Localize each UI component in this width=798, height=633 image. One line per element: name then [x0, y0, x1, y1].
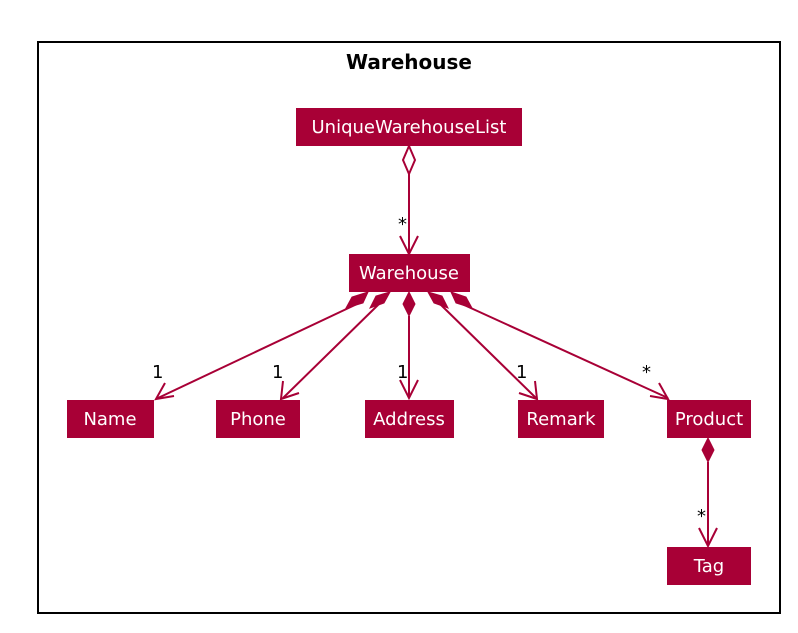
package-title: Warehouse	[346, 50, 472, 74]
class-warehouse[interactable]: Warehouse	[349, 254, 470, 292]
composition-diamond-product	[450, 291, 474, 309]
package-frame	[37, 41, 781, 614]
class-unique-warehouse-list[interactable]: UniqueWarehouseList	[296, 108, 522, 146]
class-label-tag: Tag	[693, 556, 724, 577]
arrowhead-tag	[698, 527, 718, 549]
mult-warehouse-to-name: 1	[152, 362, 163, 383]
arrowhead-address	[399, 379, 419, 401]
composition-diamond-name	[344, 291, 369, 309]
class-product[interactable]: Product	[667, 400, 751, 438]
class-name[interactable]: Name	[67, 400, 154, 438]
class-phone[interactable]: Phone	[216, 400, 300, 438]
edge-warehouse-to-product	[461, 303, 669, 399]
arrowhead-name	[154, 382, 175, 401]
class-label-unique-warehouse-list: UniqueWarehouseList	[312, 117, 507, 138]
composition-diamond-address	[402, 290, 416, 318]
composition-diamond-product-tag	[701, 436, 715, 464]
mult-warehouse-to-address: 1	[397, 362, 408, 383]
arrowhead-product	[649, 382, 670, 401]
class-tag[interactable]: Tag	[667, 547, 751, 585]
edge-warehouse-to-name	[157, 303, 358, 399]
mult-product-to-tag: *	[697, 506, 706, 527]
class-label-phone: Phone	[230, 409, 286, 430]
class-remark[interactable]: Remark	[518, 400, 604, 438]
aggregation-diamond	[401, 143, 417, 177]
mult-warehouse-to-product: *	[642, 362, 651, 383]
arrowhead-phone	[279, 380, 300, 401]
mult-warehouse-to-remark: 1	[516, 362, 527, 383]
class-label-address: Address	[373, 409, 445, 430]
composition-diamonds	[344, 290, 715, 464]
edges	[157, 174, 709, 546]
composition-diamond-remark	[426, 291, 450, 309]
mult-list-to-warehouse: *	[398, 214, 407, 235]
arrowhead-remark	[518, 380, 539, 401]
edge-warehouse-to-remark	[439, 303, 537, 399]
class-label-warehouse: Warehouse	[359, 263, 459, 284]
class-address[interactable]: Address	[365, 400, 454, 438]
mult-warehouse-to-phone: 1	[272, 362, 283, 383]
edge-warehouse-to-phone	[282, 303, 380, 399]
class-label-name: Name	[83, 409, 136, 430]
class-label-remark: Remark	[526, 409, 596, 430]
composition-diamond-phone	[368, 291, 392, 309]
class-label-product: Product	[675, 409, 743, 430]
